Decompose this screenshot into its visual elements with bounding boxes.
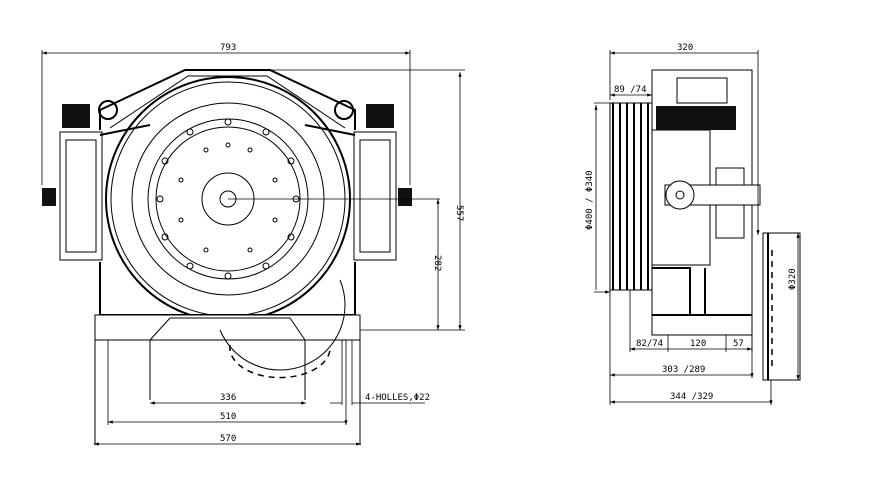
dim-303-289: 303 /289: [662, 365, 705, 375]
dim-793: 793: [220, 43, 236, 53]
dim-557: 557: [454, 205, 464, 221]
dim-120: 120: [690, 339, 706, 349]
dim-89-74: 89 /74: [614, 85, 647, 95]
base-frame: [99, 262, 356, 316]
bolt-holes: [156, 118, 300, 280]
side-view: 320 89 /74 Φ400 / Φ340 82/74 120 57 303 …: [585, 43, 801, 405]
dim-82-74: 82/74: [636, 339, 663, 349]
dim-344-329: 344 /329: [670, 392, 713, 402]
dim-282: 282: [432, 255, 442, 271]
dim-brake-diameter: Φ320: [788, 268, 798, 290]
left-brake: [59, 131, 103, 261]
hole-note: 4-HOLLES,Φ22: [365, 393, 430, 403]
dim-510: 510: [220, 412, 236, 422]
left-eyebolt: [98, 100, 118, 120]
right-eyebolt: [334, 100, 354, 120]
dim-57: 57: [733, 339, 744, 349]
dim-320-top: 320: [677, 43, 693, 53]
brake-disc: [762, 232, 801, 381]
traction-sheave: [609, 102, 653, 291]
right-brake: [353, 131, 397, 261]
dim-336: 336: [220, 393, 236, 403]
front-view: 793 557 282 336 4-HOLLES,Φ22 510 570: [41, 43, 465, 446]
motor-housing: [99, 69, 356, 130]
dim-sheave-diameter: Φ400 / Φ340: [585, 170, 595, 230]
dim-570: 570: [220, 434, 236, 444]
